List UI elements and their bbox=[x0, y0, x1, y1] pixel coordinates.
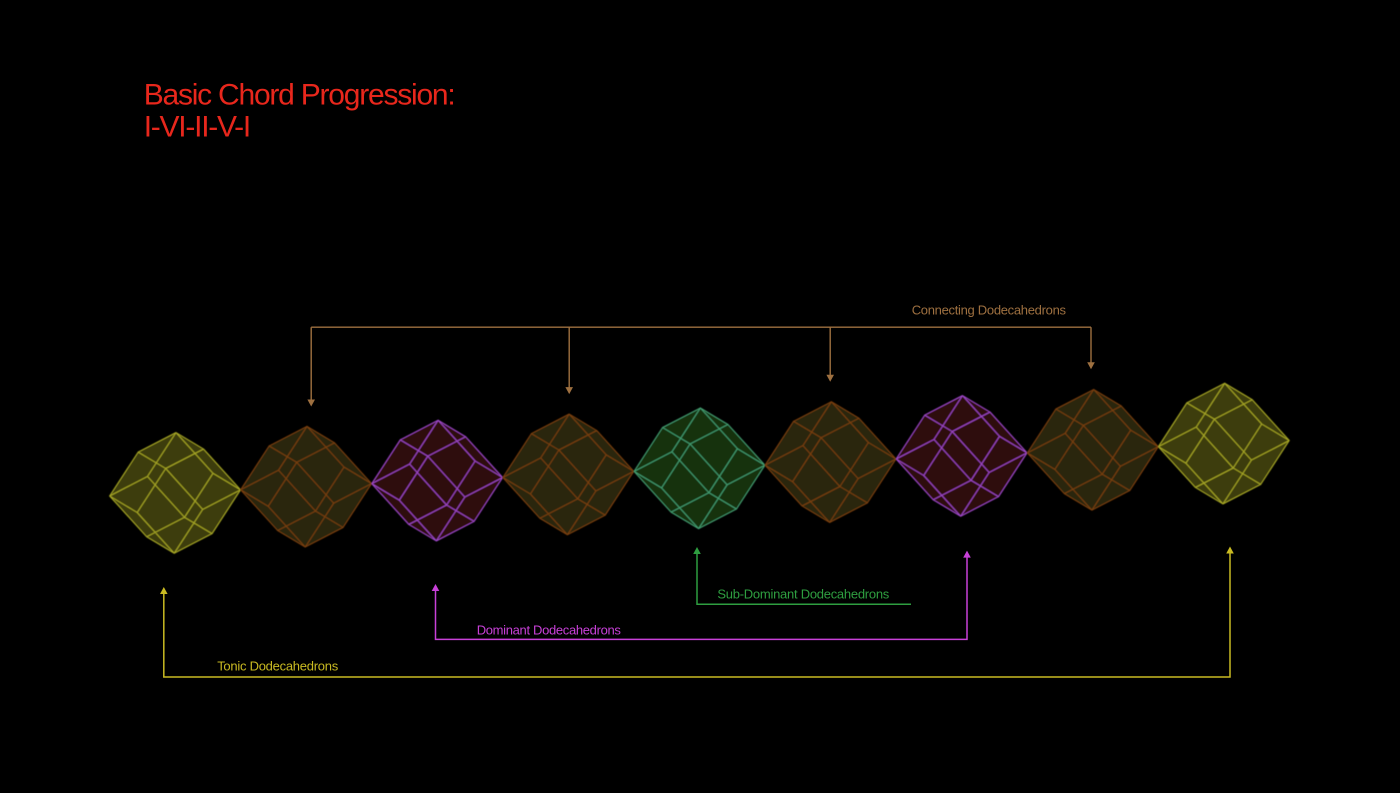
svg-text:Basic Chord Progression:: Basic Chord Progression: bbox=[144, 79, 456, 112]
svg-text:Tonic Dodecahedrons: Tonic Dodecahedrons bbox=[217, 659, 339, 674]
svg-text:Sub-Dominant Dodecahedrons: Sub-Dominant Dodecahedrons bbox=[717, 586, 889, 601]
svg-text:I-VI-II-V-I: I-VI-II-V-I bbox=[144, 110, 252, 143]
svg-text:Dominant Dodecahedrons: Dominant Dodecahedrons bbox=[477, 622, 622, 637]
svg-text:Connecting Dodecahedrons: Connecting Dodecahedrons bbox=[912, 303, 1067, 318]
